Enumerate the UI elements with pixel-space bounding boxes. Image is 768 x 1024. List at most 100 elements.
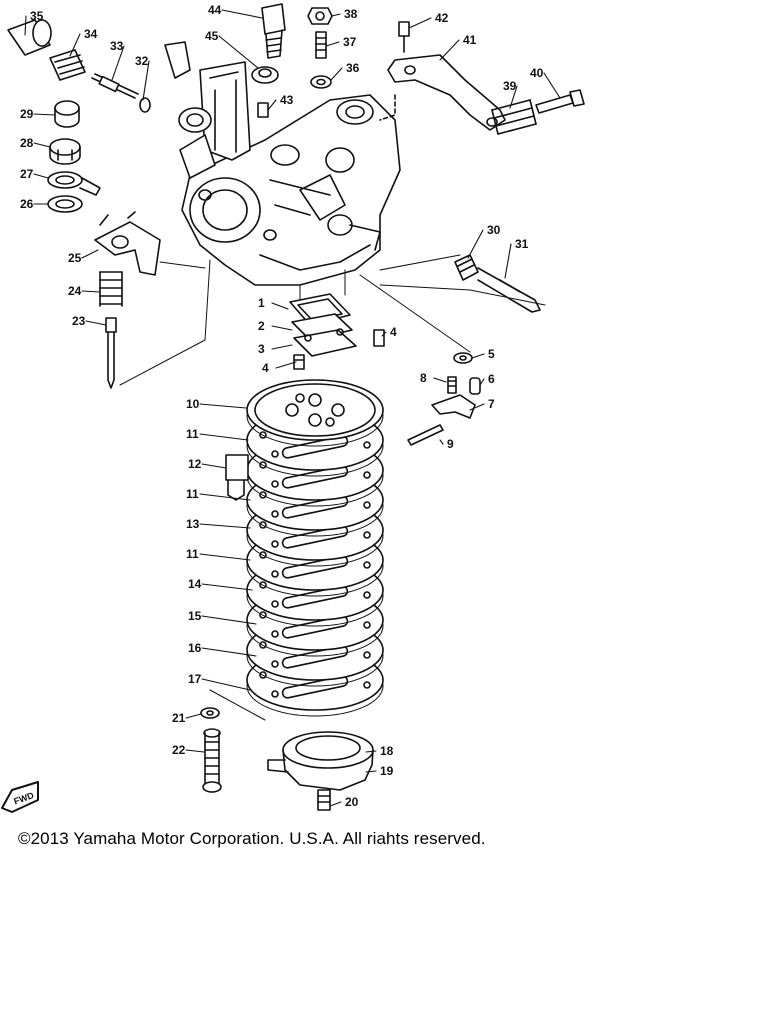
callout-leader-27: [33, 173, 49, 179]
callout-number-40: 40: [530, 66, 544, 80]
callout-leader-15: [201, 615, 257, 625]
bottom-parts: [200, 707, 374, 811]
callout-leader-24: [81, 290, 101, 293]
callout-number-36: 36: [346, 61, 360, 75]
callout-number-44: 44: [208, 3, 222, 17]
callout-number-31: 31: [515, 237, 529, 251]
callout-leader-31: [504, 243, 512, 279]
callout-number-16: 16: [188, 641, 202, 655]
callout-leader-42: [408, 17, 432, 29]
callout-leader-9: [439, 439, 444, 445]
callout-leader-14: [201, 583, 253, 591]
callout-number-9: 9: [447, 437, 454, 451]
callout-leader-30: [467, 229, 484, 259]
callout-leader-20: [329, 801, 342, 807]
callout-leader-36: [330, 67, 343, 81]
callout-number-13: 13: [186, 517, 200, 531]
callout-leader-11: [199, 553, 251, 561]
callout-number-27: 27: [20, 167, 34, 181]
callout-number-32: 32: [135, 54, 149, 68]
callout-number-38: 38: [344, 7, 358, 21]
callout-leader-4: [275, 361, 297, 369]
callout-leader-32: [142, 60, 150, 101]
spring-24: [99, 271, 123, 307]
callout-leader-6: [479, 378, 485, 386]
callout-leader-2: [271, 325, 293, 331]
carburetor-body: [164, 41, 401, 286]
front-arrow-icon: FWD: [1, 781, 39, 813]
callout-leader-29: [33, 113, 56, 116]
callout-number-45: 45: [205, 29, 219, 43]
callout-number-26: 26: [20, 197, 34, 211]
callout-number-30: 30: [487, 223, 501, 237]
callout-leader-43: [267, 99, 277, 111]
callout-leader-28: [33, 142, 51, 148]
copyright-text: ©2013 Yamaha Motor Corporation. U.S.A. A…: [18, 829, 486, 848]
callout-number-17: 17: [188, 672, 202, 686]
callout-number-29: 29: [20, 107, 34, 121]
callout-leader-18: [365, 750, 377, 753]
callout-leader-34: [69, 33, 81, 57]
callout-number-19: 19: [380, 764, 394, 778]
callout-leader-10: [199, 403, 247, 409]
callout-number-11: 11: [186, 547, 199, 561]
callout-leader-41: [439, 39, 460, 61]
callout-leader-21: [185, 713, 202, 719]
callout-number-23: 23: [72, 314, 86, 328]
callout-number-22: 22: [172, 743, 186, 757]
callout-number-41: 41: [463, 33, 477, 47]
callout-number-11: 11: [186, 427, 199, 441]
callout-leader-4: [381, 331, 387, 337]
callout-number-42: 42: [435, 11, 449, 25]
callout-leader-17: [201, 678, 251, 691]
callout-leader-22: [185, 749, 205, 753]
callout-number-1: 1: [258, 296, 265, 310]
callout-number-7: 7: [488, 397, 495, 411]
callout-number-11: 11: [186, 487, 199, 501]
callout-number-39: 39: [503, 79, 517, 93]
callout-leader-11: [199, 433, 249, 441]
callout-leader-45: [218, 35, 259, 69]
callout-number-14: 14: [188, 577, 202, 591]
callout-leader-16: [201, 647, 257, 657]
callout-number-28: 28: [20, 136, 34, 150]
callout-labels: 1234456789101111111213141516171819202122…: [20, 3, 561, 809]
diagram-artwork: FWD 123445678910111111121314151617181920…: [1, 3, 585, 813]
callout-number-43: 43: [280, 93, 294, 107]
small-parts: [289, 293, 481, 446]
callout-number-10: 10: [186, 397, 200, 411]
callout-leader-1: [271, 302, 289, 310]
callout-number-4: 4: [390, 325, 397, 339]
plate-stack: [225, 379, 384, 717]
callout-number-4: 4: [262, 361, 269, 375]
callout-number-37: 37: [343, 35, 357, 49]
callout-leader-7: [469, 403, 485, 411]
callout-leader-25: [81, 249, 99, 259]
callout-leader-39: [509, 85, 518, 109]
callout-leader-33: [111, 45, 125, 81]
top-parts: [251, 3, 585, 135]
callout-leader-35: [24, 15, 27, 36]
callout-number-21: 21: [172, 711, 186, 725]
callout-number-8: 8: [420, 371, 427, 385]
callout-leader-44: [221, 9, 263, 19]
callout-leader-12: [201, 463, 227, 469]
callout-number-24: 24: [68, 284, 82, 298]
right-parts: [379, 254, 546, 313]
callout-number-18: 18: [380, 744, 394, 758]
callout-number-35: 35: [30, 9, 44, 23]
left-parts: [7, 19, 161, 389]
callout-leader-3: [271, 344, 293, 350]
callout-number-6: 6: [488, 372, 495, 386]
callout-number-2: 2: [258, 319, 265, 333]
callout-leader-5: [471, 353, 485, 359]
callout-number-12: 12: [188, 457, 202, 471]
callout-number-5: 5: [488, 347, 495, 361]
callout-number-20: 20: [345, 795, 359, 809]
callout-number-3: 3: [258, 342, 265, 356]
callout-leader-23: [85, 320, 107, 326]
callout-number-33: 33: [110, 39, 124, 53]
callout-number-15: 15: [188, 609, 202, 623]
callout-leader-37: [325, 41, 340, 47]
callout-leader-8: [433, 377, 447, 383]
